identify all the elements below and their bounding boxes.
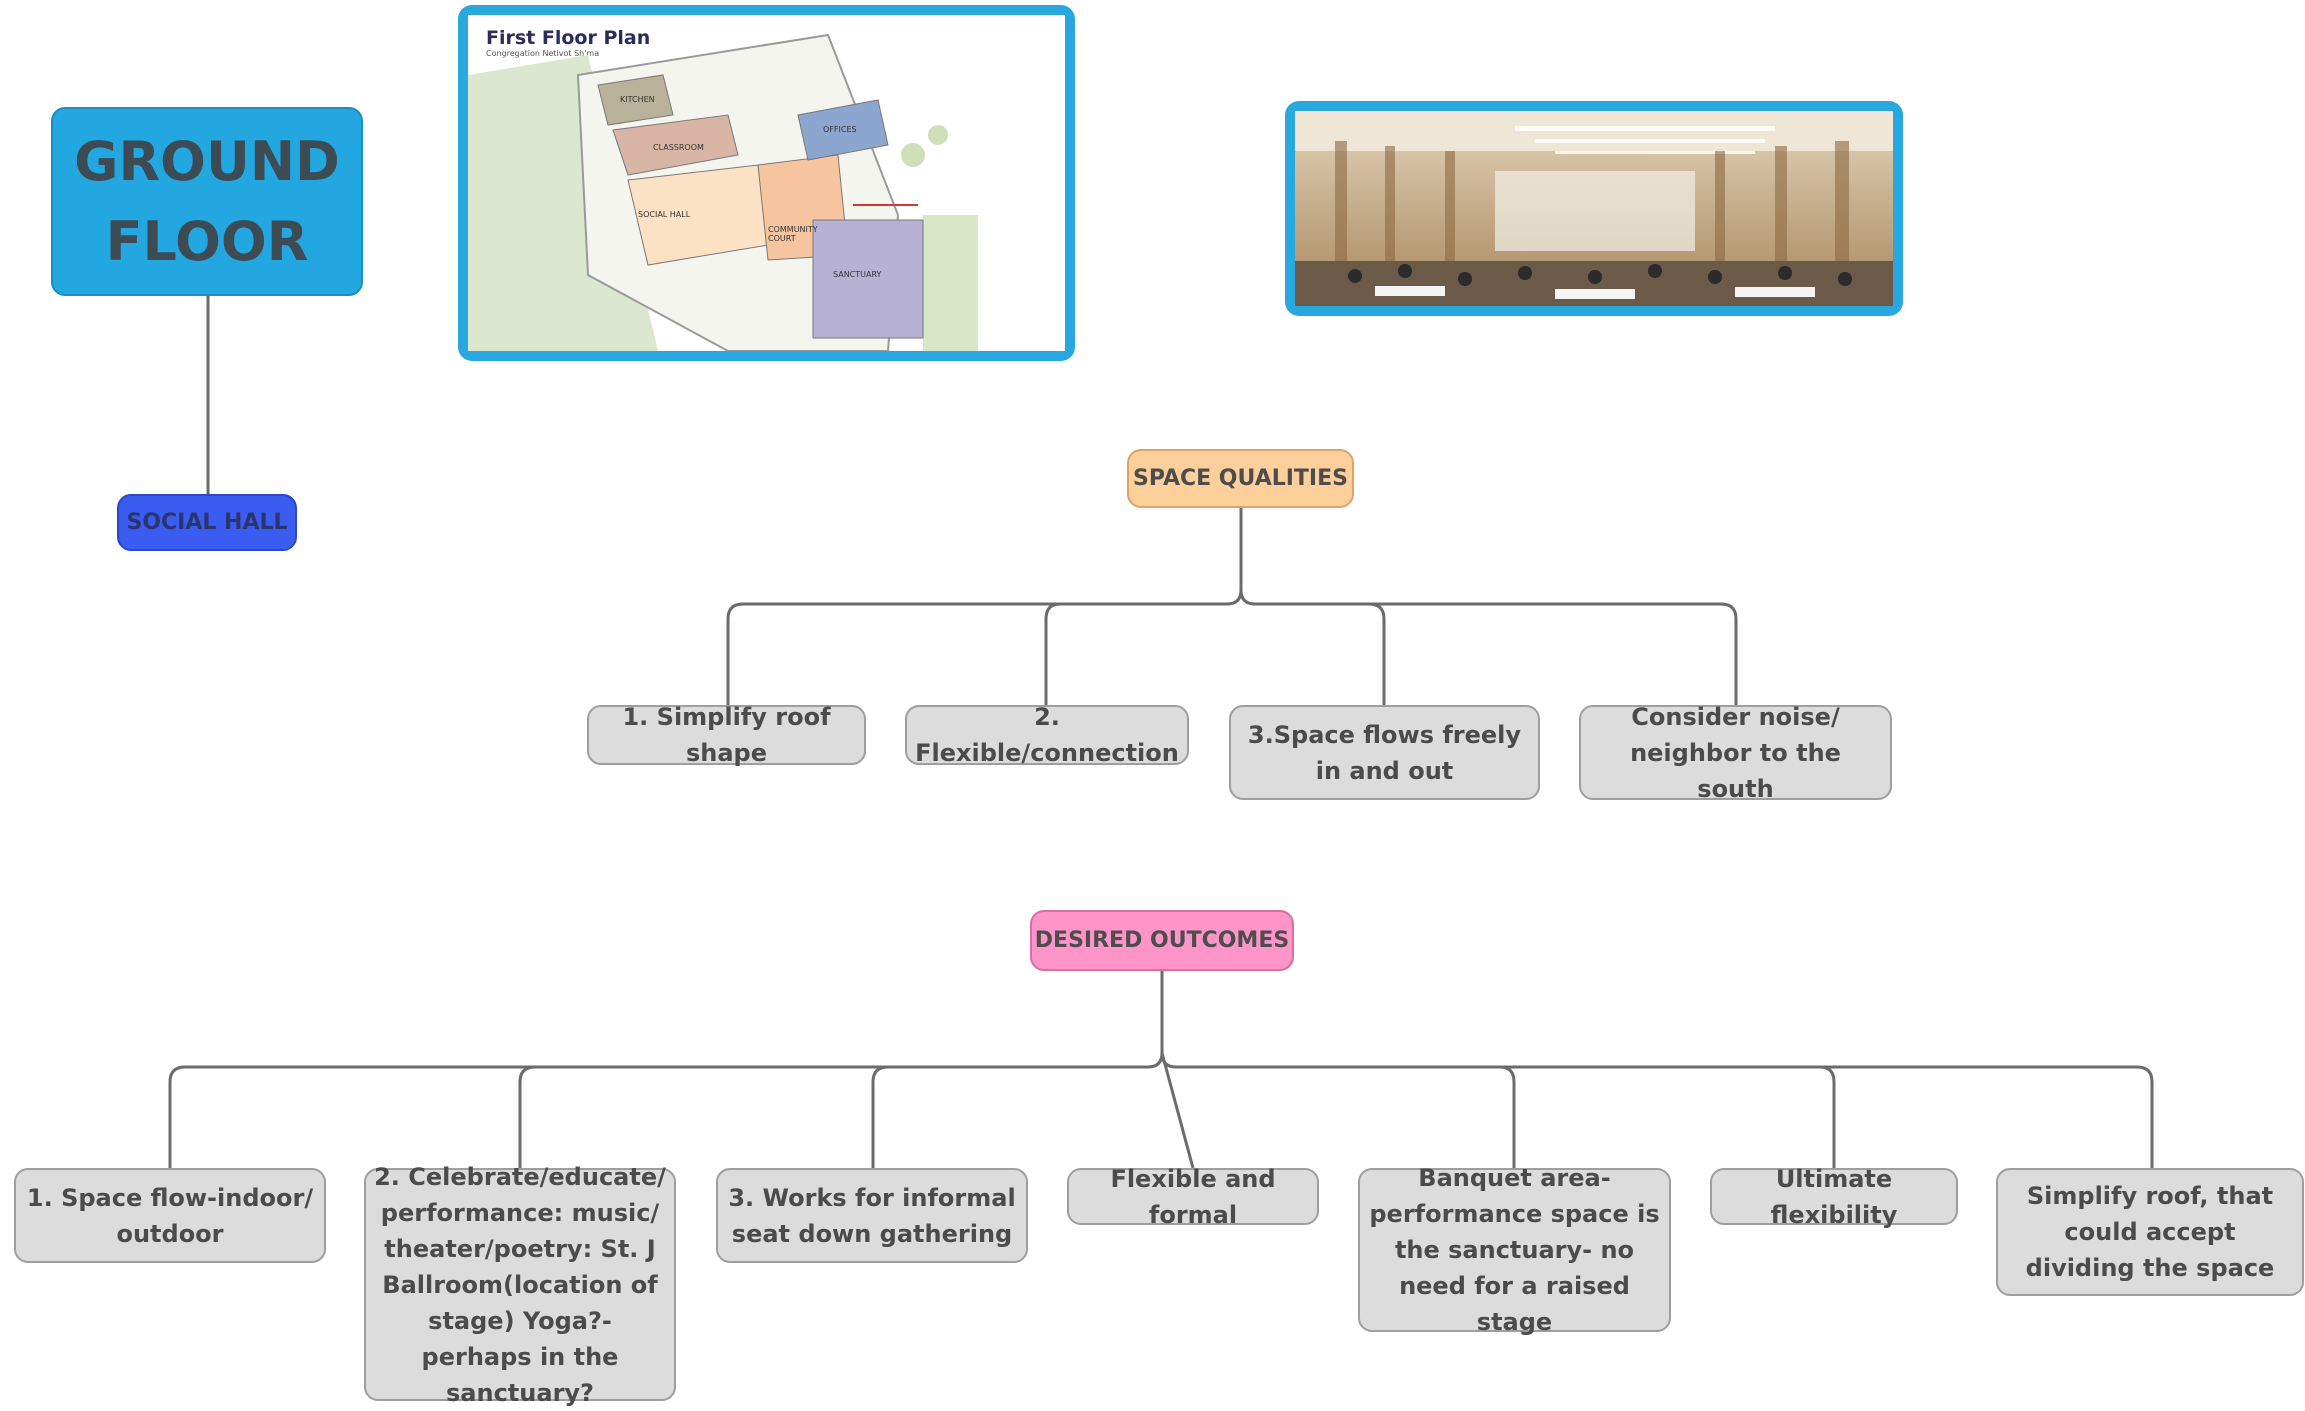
office-room bbox=[797, 99, 889, 161]
do-child-simplify-roof[interactable]: Simplify roof, that could accept dividin… bbox=[1996, 1168, 2304, 1296]
interior-photo[interactable] bbox=[1285, 101, 1903, 316]
floor-plan-drawing bbox=[468, 33, 978, 351]
sq-child-label: Consider noise/ neighbor to the south bbox=[1630, 702, 1841, 803]
floor-plan-subtitle: Congregation Netivot Sh'ma bbox=[486, 49, 600, 58]
connector-do-c4 bbox=[1160, 1052, 1195, 1169]
desired-outcomes-node[interactable]: DESIRED OUTCOMES bbox=[1030, 910, 1294, 971]
do-child-celebrate[interactable]: 2. Celebrate/educate/ performance: music… bbox=[364, 1163, 676, 1407]
desired-outcomes-label: DESIRED OUTCOMES bbox=[1034, 928, 1290, 953]
connector-sq-trunk bbox=[1239, 508, 1738, 705]
room-label-sanctuary: SANCTUARY bbox=[833, 270, 882, 279]
do-child-label: Simplify roof, that could accept dividin… bbox=[2025, 1182, 2275, 1282]
space-qualities-node[interactable]: SPACE QUALITIES bbox=[1127, 449, 1354, 508]
connector-do-left bbox=[168, 1052, 1164, 1168]
sq-child-simplify-roof[interactable]: 1. Simplify roof shape bbox=[587, 703, 866, 767]
site-green-right bbox=[923, 215, 978, 351]
do-child-label: Ultimate flexibility bbox=[1770, 1164, 1898, 1229]
connector-do-c6 bbox=[1819, 1065, 1836, 1168]
floor-plan-image[interactable]: First Floor Plan Congregation Netivot Sh… bbox=[458, 5, 1075, 361]
interior-photo-canvas bbox=[1295, 111, 1893, 306]
social-hall-node[interactable]: SOCIAL HALL bbox=[117, 494, 297, 551]
do-child-label: 3. Works for informal seat down gatherin… bbox=[728, 1183, 1016, 1248]
do-child-ultimate-flexibility[interactable]: Ultimate flexibility bbox=[1710, 1165, 1958, 1229]
sanctuary-room bbox=[812, 219, 924, 339]
connector-do-c5 bbox=[1499, 1065, 1516, 1168]
floor-plan-canvas: First Floor Plan Congregation Netivot Sh… bbox=[468, 15, 1065, 351]
sq-child-label: 2. Flexible/connection bbox=[915, 703, 1179, 767]
sq-child-space-flows[interactable]: 3.Space flows freely in and out bbox=[1229, 705, 1540, 800]
connector-sq-c3 bbox=[1368, 602, 1386, 705]
room-label-community: COMMUNITY COURT bbox=[768, 225, 818, 243]
sq-child-label: 1. Simplify roof shape bbox=[622, 703, 831, 767]
do-child-label: Banquet area- performance space is the s… bbox=[1369, 1164, 1660, 1336]
do-child-banquet[interactable]: Banquet area- performance space is the s… bbox=[1358, 1164, 1671, 1336]
connector-sq-left bbox=[726, 589, 1243, 705]
sq-child-flexible-connection[interactable]: 2. Flexible/connection bbox=[905, 703, 1189, 767]
connector-do-trunk bbox=[1160, 971, 2154, 1168]
sq-child-label: 3.Space flows freely in and out bbox=[1247, 720, 1522, 785]
banquet-hall-photo-icon bbox=[1295, 111, 1893, 306]
ground-floor-line2: FLOOR bbox=[105, 209, 309, 273]
connector-sq-c2 bbox=[1044, 602, 1061, 705]
do-child-label: Flexible and formal bbox=[1110, 1164, 1276, 1229]
do-child-space-flow[interactable]: 1. Space flow-indoor/ outdoor bbox=[14, 1168, 326, 1263]
do-child-label: 2. Celebrate/educate/ performance: music… bbox=[374, 1162, 666, 1407]
room-label-office: OFFICES bbox=[823, 125, 857, 134]
ground-floor-line1: GROUND bbox=[74, 129, 340, 193]
do-child-informal[interactable]: 3. Works for informal seat down gatherin… bbox=[716, 1168, 1028, 1263]
room-label-kitchen: KITCHEN bbox=[620, 95, 655, 104]
do-child-flexible-formal[interactable]: Flexible and formal bbox=[1067, 1165, 1319, 1229]
kitchen-room bbox=[597, 74, 674, 126]
connector-do-c3 bbox=[871, 1065, 889, 1168]
floor-plan-title: First Floor Plan bbox=[486, 27, 651, 49]
connector-do-c2 bbox=[518, 1065, 536, 1168]
room-label-classroom: CLASSROOM bbox=[653, 143, 704, 152]
space-qualities-label: SPACE QUALITIES bbox=[1133, 466, 1348, 491]
room-label-social-hall: SOCIAL HALL bbox=[638, 210, 691, 219]
classroom-room bbox=[612, 114, 739, 176]
do-child-label: 1. Space flow-indoor/ outdoor bbox=[26, 1183, 314, 1248]
ground-floor-node[interactable]: GROUND FLOOR bbox=[51, 107, 363, 296]
social-hall-label: SOCIAL HALL bbox=[126, 510, 288, 535]
sq-child-consider-noise[interactable]: Consider noise/ neighbor to the south bbox=[1579, 703, 1892, 803]
